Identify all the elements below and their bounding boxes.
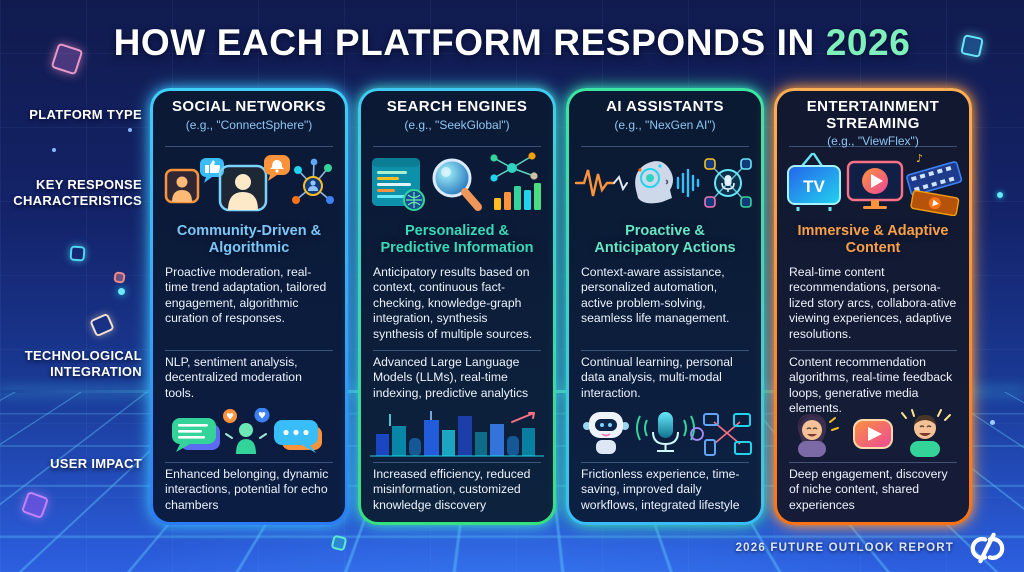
column-entertainment-streaming: ENTERTAINMENT STREAMING (e.g., "ViewFlex…: [774, 88, 972, 525]
microphone-network-icon: [704, 158, 752, 208]
column-subtitle: Proactive & Anticipatory Actions: [594, 223, 736, 256]
streaming-icons-row: TV ♪: [777, 147, 969, 219]
divider: [789, 146, 957, 147]
film-strip-icon: ♪: [906, 152, 963, 216]
person-icon: [225, 423, 267, 454]
user-card-icon: [164, 168, 200, 204]
integration-text: NLP, sentiment analysis, decentralized m…: [165, 355, 302, 400]
integration-text: Content recommendation algorithms, real-…: [789, 355, 953, 416]
divider: [581, 146, 749, 147]
glow-dot: [128, 128, 132, 132]
waveform-icon: [574, 169, 628, 197]
device-network-icon: [690, 413, 752, 456]
cube-decoration: [69, 245, 86, 262]
column-example: (e.g., "ConnectSphere"): [185, 117, 313, 132]
characteristics-text: Proactive moderation, real-time trend ad…: [165, 265, 327, 326]
thumbs-up-badge-icon: [200, 158, 224, 183]
footer-report-label: 2026 FUTURE OUTLOOK REPORT: [735, 542, 954, 554]
tv-icon: TV: [787, 152, 841, 211]
row-label-platform-type: PLATFORM TYPE: [29, 107, 142, 122]
footer: 2026 FUTURE OUTLOOK REPORT: [736, 532, 1010, 564]
streaming-impact-icons-row: [777, 407, 969, 459]
microphone-icon: [636, 412, 695, 452]
characteristics-text: Context-aware assistance, personalized a…: [581, 265, 730, 326]
column-ai-assistants: AI ASSISTANTS (e.g., "NexGen AI"): [566, 88, 764, 525]
svg-text:♪: ♪: [916, 152, 923, 165]
laughing-woman-icon: [797, 414, 839, 457]
divider: [373, 146, 541, 147]
divider: [165, 462, 333, 463]
impact-text: Increased efficiency, reduced misinforma…: [373, 467, 531, 512]
social-icons-row: [153, 147, 345, 219]
play-screen-icon: [846, 160, 904, 209]
divider: [165, 350, 333, 351]
divider: [373, 462, 541, 463]
column-subtitle: Community-Driven & Algorithmic: [176, 223, 322, 256]
svg-text:♥: ♥: [226, 413, 234, 423]
column-subtitle: Immersive & Adaptive Content: [797, 223, 949, 256]
glow-dot: [52, 148, 56, 152]
column-example: (e.g., "SeekGlobal"): [404, 117, 510, 132]
ai-impact-icons-row: [569, 407, 761, 459]
play-button-icon: [853, 419, 893, 449]
search-icons-row: [361, 147, 553, 219]
user-avatar-card-icon: [218, 164, 268, 212]
ai-icons-row: [569, 147, 761, 219]
column-subtitle: Personalized & Predictive Information: [380, 223, 534, 256]
column-social-networks: SOCIAL NETWORKS (e.g., "ConnectSphere"): [150, 88, 348, 525]
divider: [165, 146, 333, 147]
divider: [373, 350, 541, 351]
divider: [789, 462, 957, 463]
chat-bubble-dots-icon: [274, 420, 322, 453]
cube-decoration: [113, 271, 126, 284]
city-skyline-icon: [370, 411, 544, 457]
column-example: (e.g., "ViewFlex"): [827, 134, 919, 148]
knowledge-graph-icon: [490, 152, 538, 182]
page-title-text: HOW EACH PLATFORM RESPONDS IN: [113, 22, 826, 63]
column-title: ENTERTAINMENT STREAMING: [806, 98, 940, 132]
social-impact-icons-row: ♥ ♥: [153, 407, 345, 459]
laughing-man-icon: [901, 409, 951, 457]
share-network-icon: [292, 158, 334, 204]
impact-text: Frictionless experience, time-saving, im…: [581, 467, 740, 512]
divider: [581, 350, 749, 351]
glow-dot: [118, 288, 125, 295]
column-search-engines: SEARCH ENGINES (e.g., "SeekGlobal"): [358, 88, 556, 525]
impact-text: Enhanced belonging, dynamic interactions…: [165, 467, 329, 512]
characteristics-text: Anticipatory results based on context, c…: [373, 265, 533, 341]
integration-text: Advanced Large Language Models (LLMs), r…: [373, 355, 529, 400]
glow-dot: [997, 192, 1003, 198]
row-label-user-impact: USER IMPACT: [50, 456, 142, 471]
page-title: HOW EACH PLATFORM RESPONDS IN 2026: [0, 22, 1024, 64]
bar-chart-icon: [494, 183, 541, 210]
glow-dot: [990, 420, 995, 425]
svg-text:TV: TV: [803, 177, 825, 196]
skyline-row: [361, 407, 553, 459]
integration-text: Continual learning, personal data analys…: [581, 355, 733, 400]
page-title-year: 2026: [825, 22, 911, 63]
magnifier-icon: [432, 158, 482, 211]
row-label-key-response: KEY RESPONSE CHARACTERISTICS: [13, 177, 142, 209]
chat-bubble-lines-icon: [172, 418, 220, 452]
row-label-tech-integration: TECHNOLOGICAL INTEGRATION: [24, 348, 142, 380]
heart-badge-icon: ♥ ♥: [223, 408, 270, 423]
code-document-icon: [372, 158, 425, 211]
soundwave-icon: [676, 168, 700, 198]
divider: [581, 462, 749, 463]
column-example: (e.g., "NexGen AI"): [614, 117, 716, 132]
column-title: AI ASSISTANTS: [606, 98, 724, 115]
column-title: SEARCH ENGINES: [386, 98, 528, 115]
divider: [789, 350, 957, 351]
dp-monogram-logo: [970, 532, 1005, 564]
robot-icon: [583, 412, 629, 454]
svg-text:♥: ♥: [258, 412, 266, 422]
ai-head-icon: [635, 161, 673, 204]
impact-text: Deep engagement, discovery of niche cont…: [789, 467, 948, 512]
characteristics-text: Real-time content recommendations, perso…: [789, 265, 957, 341]
column-title: SOCIAL NETWORKS: [171, 98, 327, 115]
bell-badge-icon: [264, 155, 290, 181]
